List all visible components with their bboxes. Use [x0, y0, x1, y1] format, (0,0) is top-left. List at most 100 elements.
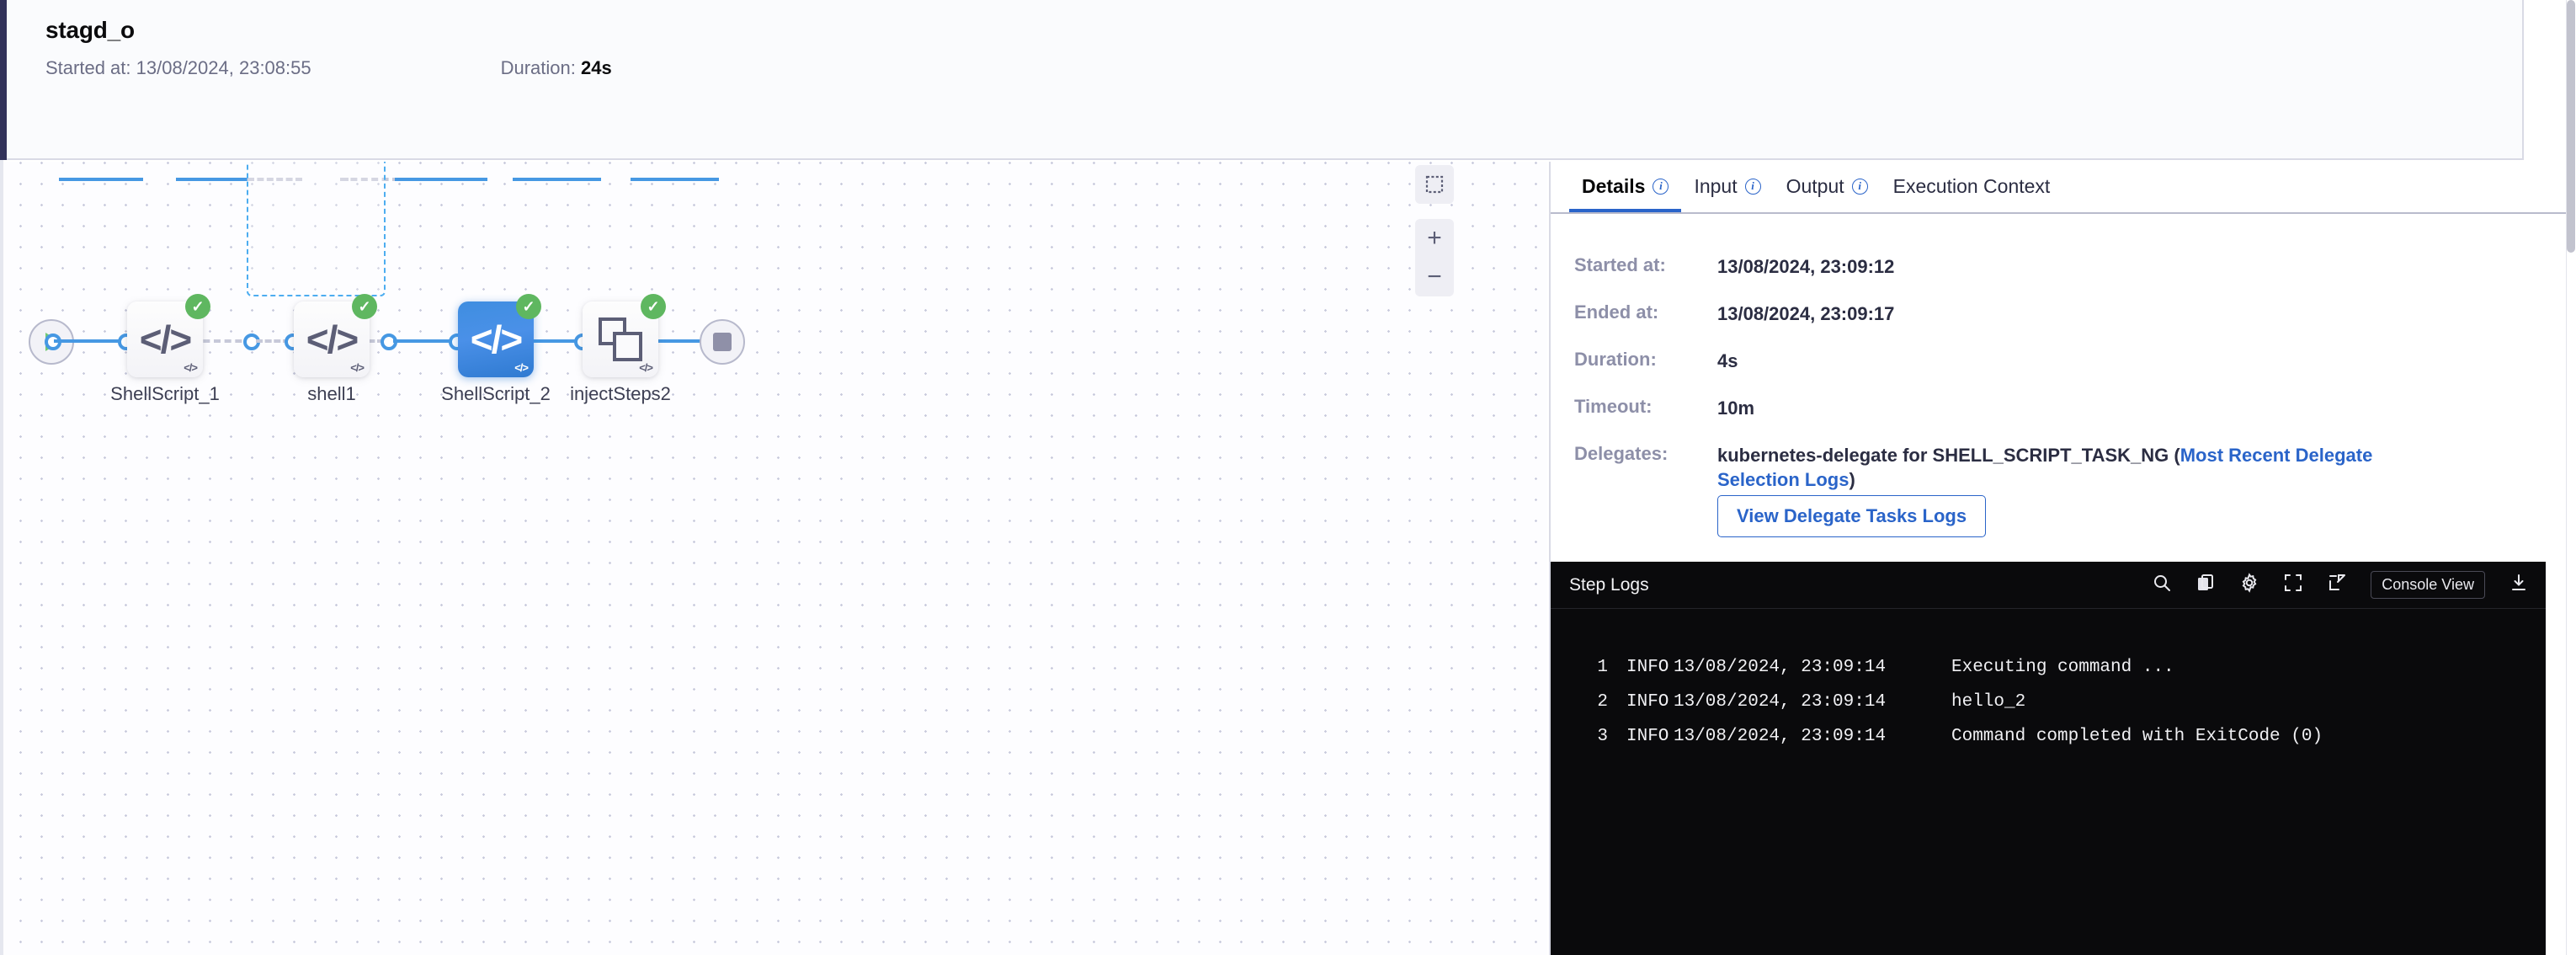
log-line: 1 INFO 13/08/2024, 23:09:14 Executing co… [1551, 651, 2546, 686]
log-message: Command completed with ExitCode (0) [1951, 726, 2323, 746]
log-message: Executing command ... [1951, 658, 2174, 677]
code-icon: </> [139, 317, 192, 361]
status-success-icon: ✓ [352, 294, 377, 319]
log-timestamp: 13/08/2024, 23:09:14 [1674, 691, 1887, 712]
gear-icon[interactable] [2239, 573, 2259, 597]
node-shell1[interactable]: </> </> ✓ [294, 294, 377, 377]
canvas-controls: + − [1415, 162, 1454, 296]
log-message: hello_2 [1951, 691, 2026, 712]
status-success-icon: ✓ [185, 294, 210, 319]
tab-execution-context[interactable]: Execution Context [1881, 163, 2063, 212]
started-at-value: 13/08/2024, 23:09:12 [1717, 256, 1895, 277]
page-scrollbar-track[interactable] [2566, 0, 2576, 955]
left-accent-rail [0, 0, 7, 160]
edge-shellscript2-out [513, 178, 601, 181]
timeout-value: 10m [1717, 397, 1755, 419]
external-link-icon[interactable] [2327, 573, 2347, 597]
node-type-icon: </> [514, 361, 529, 374]
detail-row-ended-at: Ended at: 13/08/2024, 23:09:17 [1574, 301, 2566, 326]
download-icon[interactable] [2509, 573, 2529, 597]
tab-input-label: Input [1694, 174, 1738, 197]
tab-input[interactable]: Input i [1681, 163, 1773, 212]
details-content: Started at: 13/08/2024, 23:09:12 Ended a… [1551, 214, 2566, 538]
left-edge-strip [0, 160, 3, 955]
started-at-meta: Started at: 13/08/2024, 23:08:55 [45, 57, 311, 79]
node-shellscript2[interactable]: </> </> ✓ [458, 294, 541, 377]
zoom-in-button[interactable]: + [1427, 224, 1442, 252]
started-at-value: 13/08/2024, 23:08:55 [136, 57, 311, 78]
panel-tabs: Details i Input i Output i Execution Con… [1551, 162, 2566, 214]
started-at-label: Started at: [1574, 254, 1666, 275]
console-toolbar: Step Logs [1551, 562, 2546, 609]
delegates-label: Delegates: [1574, 443, 1669, 465]
edge-shellscript1-out [176, 178, 247, 181]
node-shellscript2-label: ShellScript_2 [441, 383, 551, 404]
search-icon[interactable] [2152, 573, 2172, 597]
edge-2-dashed [182, 339, 253, 343]
detail-row-duration: Duration: 4s [1574, 349, 2566, 373]
log-line: 3 INFO 13/08/2024, 23:09:14 Command comp… [1551, 720, 2546, 755]
pipeline-canvas[interactable]: injectSteps1 </> </> ✓ ShellScript_1 </>… [3, 162, 1547, 955]
fullscreen-icon[interactable] [2283, 573, 2303, 597]
edge-group-in-dashed [247, 178, 302, 181]
tab-details[interactable]: Details i [1569, 163, 1682, 212]
zoom-controls: + − [1415, 219, 1454, 296]
duration-label: Duration: [1574, 349, 1657, 371]
console-view-toggle[interactable]: Console View [2371, 571, 2485, 599]
delegate-selection-logs-link[interactable]: Most Recent Delegate Selection Logs [1717, 445, 2373, 491]
edge-5 [393, 339, 459, 343]
log-line-number: 1 [1597, 658, 1608, 677]
node-type-icon: </> [184, 361, 198, 374]
info-icon[interactable]: i [1744, 178, 1761, 195]
copies-icon [599, 317, 642, 361]
edge-group-out [395, 178, 487, 181]
console-toolbar-icons: Console View [2152, 571, 2529, 599]
edge-start-to-shellscript1 [59, 178, 143, 181]
page-scrollbar-thumb[interactable] [2567, 0, 2575, 253]
execution-header: stagd_o Started at: 13/08/2024, 23:08:55… [7, 0, 2522, 160]
duration-label: Duration: [500, 57, 576, 78]
edge-3-dashed [256, 339, 290, 343]
selection-box-button[interactable] [1415, 165, 1454, 204]
info-icon[interactable]: i [1653, 178, 1669, 195]
timeout-label: Timeout: [1574, 396, 1653, 418]
zoom-out-button[interactable]: − [1427, 263, 1442, 291]
page-title: stagd_o [45, 17, 135, 43]
delegates-text-suffix: ) [1849, 469, 1855, 491]
ended-at-value: 13/08/2024, 23:09:17 [1717, 303, 1895, 325]
detail-row-started-at: Started at: 13/08/2024, 23:09:12 [1574, 254, 2566, 279]
view-delegate-tasks-logs-button[interactable]: View Delegate Tasks Logs [1717, 495, 1987, 538]
group-injectsteps1[interactable] [247, 162, 386, 296]
stop-icon [713, 333, 732, 351]
header-right-filler [2522, 0, 2566, 160]
console-title: Step Logs [1569, 574, 1649, 595]
log-line-number: 2 [1597, 691, 1608, 712]
node-shellscript1[interactable]: </> </> ✓ [127, 294, 210, 377]
status-success-icon: ✓ [641, 294, 666, 319]
edge-1 [54, 339, 130, 343]
tab-output[interactable]: Output i [1774, 163, 1881, 212]
started-at-label: Started at: [45, 57, 131, 78]
tab-execution-context-label: Execution Context [1892, 174, 2051, 197]
node-type-icon: </> [639, 361, 653, 374]
end-node[interactable] [700, 319, 745, 365]
edge-7 [640, 339, 705, 343]
log-lines[interactable]: 1 INFO 13/08/2024, 23:09:14 Executing co… [1551, 609, 2546, 755]
step-logs-console: Step Logs [1551, 562, 2546, 955]
detail-row-timeout: Timeout: 10m [1574, 396, 2566, 420]
log-severity: INFO [1626, 658, 1669, 677]
duration-meta: Duration: 24s [501, 57, 612, 79]
code-icon: </> [470, 317, 523, 361]
log-timestamp: 13/08/2024, 23:09:14 [1674, 726, 1887, 746]
edge-shell1-out-dashed [340, 178, 399, 181]
header-meta: Started at: 13/08/2024, 23:08:55 Duratio… [45, 57, 612, 79]
copy-icon[interactable] [2195, 573, 2216, 597]
tab-output-label: Output [1786, 174, 1844, 197]
log-line: 2 INFO 13/08/2024, 23:09:14 hello_2 [1551, 686, 2546, 720]
info-icon[interactable]: i [1851, 178, 1868, 195]
node-type-icon: </> [350, 361, 365, 374]
duration-value: 24s [581, 57, 612, 78]
ended-at-label: Ended at: [1574, 301, 1659, 323]
node-injectsteps2[interactable]: </> ✓ [583, 294, 666, 377]
duration-value: 4s [1717, 350, 1738, 372]
